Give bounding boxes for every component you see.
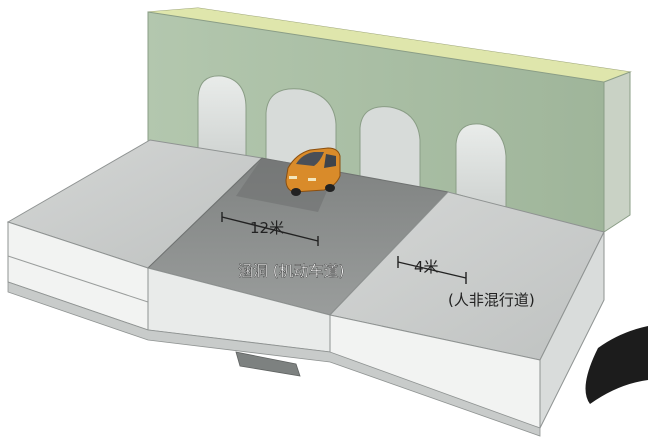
culvert-side-wall (603, 71, 631, 233)
car-wheel-front (291, 188, 301, 196)
car-headlight-left (289, 176, 297, 179)
vehicle-width-line (221, 216, 319, 242)
culvert-structure (147, 7, 632, 233)
side-width-line (397, 261, 467, 279)
side-width-label: 4米 (414, 258, 439, 276)
right-platform (329, 191, 605, 429)
base-strip (7, 281, 541, 437)
culvert-top-surface (148, 8, 630, 82)
side-lane-label: (人非混行道) (448, 291, 535, 309)
car (285, 147, 341, 196)
front-slab (235, 351, 301, 377)
car-side-window (324, 154, 336, 168)
car-windshield (296, 152, 324, 166)
culvert-label: 涵洞 (机动车道) (238, 262, 344, 280)
arch-opening-1 (197, 75, 247, 161)
exit-road-shadow (585, 326, 648, 404)
arch-opening-4 (455, 123, 507, 209)
car-headlight-right (308, 178, 316, 181)
right-platform-side (539, 231, 605, 429)
vehicle-width-label: 12米 (250, 219, 284, 237)
car-wheel-rear (325, 184, 335, 192)
dimension-lines (221, 212, 467, 284)
arch-opening-3 (359, 106, 421, 193)
